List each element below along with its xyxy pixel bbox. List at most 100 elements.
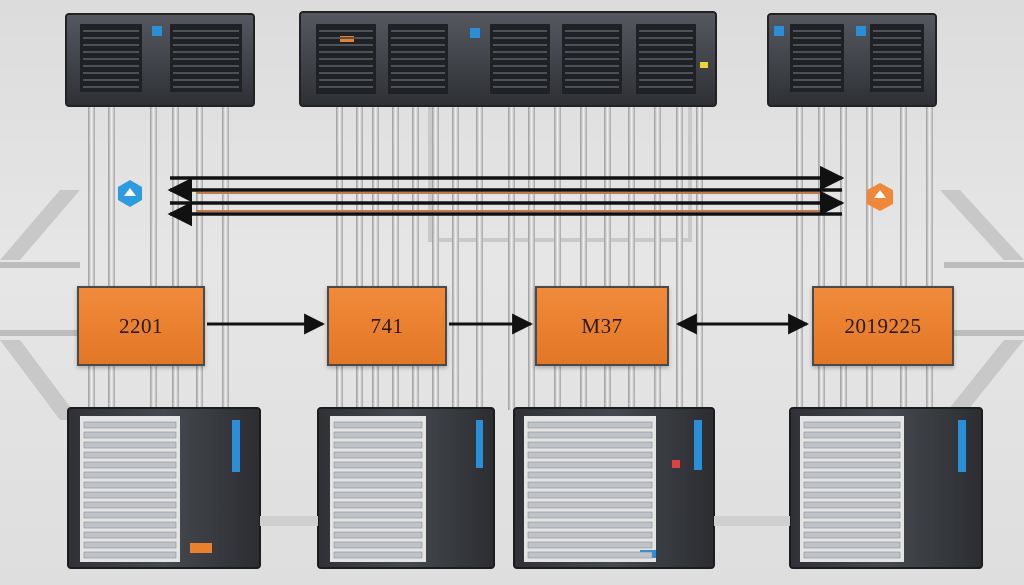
pipe — [476, 104, 483, 410]
rack-slot — [639, 30, 693, 32]
rack-slot — [319, 65, 373, 67]
rack-slot — [173, 86, 239, 88]
rack-slot — [793, 44, 841, 46]
drive-bay — [803, 481, 901, 489]
drive-bay — [333, 511, 423, 519]
pipe — [866, 104, 873, 410]
drive-bay — [803, 541, 901, 549]
rack-slot — [793, 65, 841, 67]
drive-bay — [527, 431, 653, 439]
rack-slot — [83, 79, 139, 81]
rack-slot — [83, 72, 139, 74]
rack-slot — [493, 44, 547, 46]
node-label-2: 741 — [370, 313, 404, 338]
pipe — [336, 104, 343, 410]
rack-slot — [493, 51, 547, 53]
node-box-4: 2019225 — [812, 286, 954, 366]
pipe — [628, 104, 635, 410]
rack-slot — [83, 30, 139, 32]
rack-slot — [565, 30, 619, 32]
pipe — [926, 104, 933, 410]
rack-slot — [319, 30, 373, 32]
drive-bay — [803, 491, 901, 499]
rack-slot — [83, 65, 139, 67]
rack-slot — [639, 51, 693, 53]
rack-slot — [639, 86, 693, 88]
pipe — [676, 104, 683, 410]
drive-bay — [527, 511, 653, 519]
rack-slot — [493, 30, 547, 32]
rack-slot — [173, 72, 239, 74]
drive-bay — [803, 421, 901, 429]
drive-bay — [803, 511, 901, 519]
rack-slot — [565, 79, 619, 81]
rack-slot — [565, 58, 619, 60]
drive-bay — [527, 471, 653, 479]
drive-bay — [803, 441, 901, 449]
rack-slot — [793, 30, 841, 32]
drive-bay — [333, 541, 423, 549]
rack-slot — [493, 79, 547, 81]
drive-bay — [83, 441, 177, 449]
drive-bay — [83, 421, 177, 429]
node-box-2: 741 — [327, 286, 447, 366]
drive-bay — [527, 491, 653, 499]
rack-slot — [639, 37, 693, 39]
node-box-3: M37 — [535, 286, 669, 366]
rack-slot — [565, 86, 619, 88]
drive-bay — [333, 491, 423, 499]
rack-slot — [83, 51, 139, 53]
rack-slot — [319, 37, 373, 39]
rack-slot — [173, 58, 239, 60]
rack-slot — [493, 86, 547, 88]
bus-arrows — [167, 165, 845, 227]
rack-slot — [565, 37, 619, 39]
pipe — [196, 104, 203, 410]
rack-slot — [639, 65, 693, 67]
rack-slot — [173, 30, 239, 32]
pipe — [222, 104, 229, 410]
rack-slot — [319, 44, 373, 46]
rack-slot — [173, 51, 239, 53]
rack-slot — [319, 79, 373, 81]
rack-slot — [319, 58, 373, 60]
drive-bay — [803, 451, 901, 459]
pipe — [452, 104, 459, 410]
pipe — [172, 104, 179, 410]
rack-slot — [493, 72, 547, 74]
rack-slot — [793, 37, 841, 39]
drive-bay — [333, 471, 423, 479]
rack-slot — [83, 44, 139, 46]
rack-slot — [391, 72, 445, 74]
drive-bay — [527, 481, 653, 489]
drive-bay — [83, 521, 177, 529]
floor-bar — [714, 516, 790, 526]
drive-bay — [527, 461, 653, 469]
rack-slot — [173, 37, 239, 39]
drive-bay — [527, 521, 653, 529]
rack-slot — [83, 37, 139, 39]
drive-bay — [333, 551, 423, 559]
rack-slot — [793, 72, 841, 74]
drive-bay — [333, 461, 423, 469]
drive-bay — [83, 431, 177, 439]
drive-bay — [333, 481, 423, 489]
rack-slot — [639, 44, 693, 46]
rack-slot — [873, 44, 921, 46]
rack-slot — [493, 58, 547, 60]
rack-slot — [319, 51, 373, 53]
rack-slot — [391, 37, 445, 39]
pipe — [796, 104, 803, 410]
pipe — [604, 104, 611, 410]
rack-slot — [873, 65, 921, 67]
drive-bay — [83, 491, 177, 499]
drive-bay — [83, 451, 177, 459]
rack-slot — [391, 79, 445, 81]
rack-slot — [319, 86, 373, 88]
rack-slot — [793, 58, 841, 60]
drive-bay — [527, 441, 653, 449]
drive-bay — [333, 431, 423, 439]
rack-slot — [793, 51, 841, 53]
drive-bay — [803, 551, 901, 559]
